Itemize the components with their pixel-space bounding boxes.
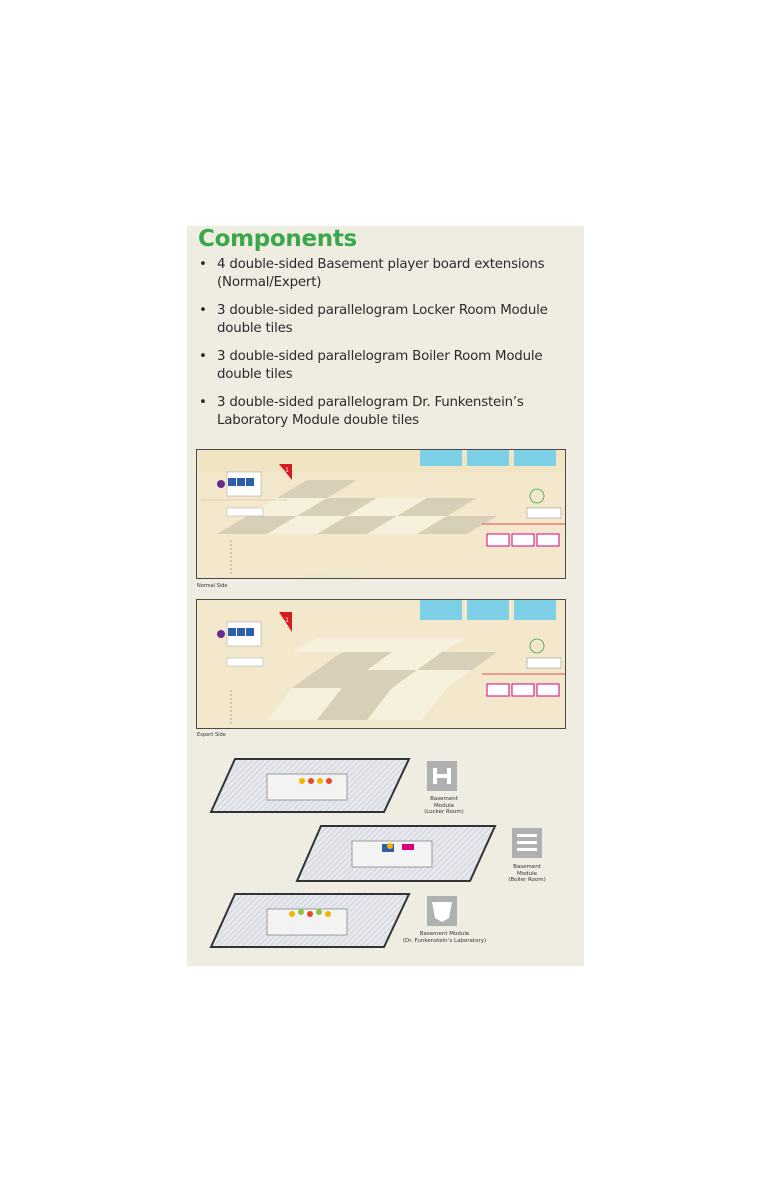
- boiler-room-tile: [295, 825, 497, 882]
- locker-room-label: Basement Module (Locker Room): [424, 796, 464, 815]
- svg-text:-1: -1: [283, 467, 289, 474]
- laboratory-tile: [209, 893, 411, 948]
- svg-text:-1: -1: [283, 617, 289, 624]
- normal-side-caption: Normal Side: [197, 583, 228, 589]
- expert-side-caption: Expert Side: [197, 732, 226, 738]
- laboratory-label: Basement Module (Dr. Funkenstein’s Labor…: [402, 931, 487, 944]
- board-normal-side: -1: [196, 449, 566, 579]
- boiler-room-label: Basement Module (Boiler Room): [508, 864, 546, 883]
- boiler-room-icon: [512, 828, 542, 858]
- laboratory-icon: [427, 896, 457, 926]
- components-list: 4 double-sided Basement player board ext…: [199, 256, 579, 440]
- list-item: 3 double-sided parallelogram Locker Room…: [199, 302, 579, 338]
- locker-room-tile: [209, 758, 411, 813]
- module-tiles: [209, 758, 542, 948]
- list-item: 4 double-sided Basement player board ext…: [199, 256, 579, 292]
- locker-room-icon: [427, 761, 457, 791]
- list-item: 3 double-sided parallelogram Boiler Room…: [199, 348, 579, 384]
- list-item: 3 double-sided parallelogram Dr. Funkens…: [199, 394, 579, 430]
- components-panel: Components 4 double-sided Basement playe…: [187, 226, 584, 966]
- section-title: Components: [198, 226, 357, 252]
- board-expert-side: -1: [196, 599, 566, 729]
